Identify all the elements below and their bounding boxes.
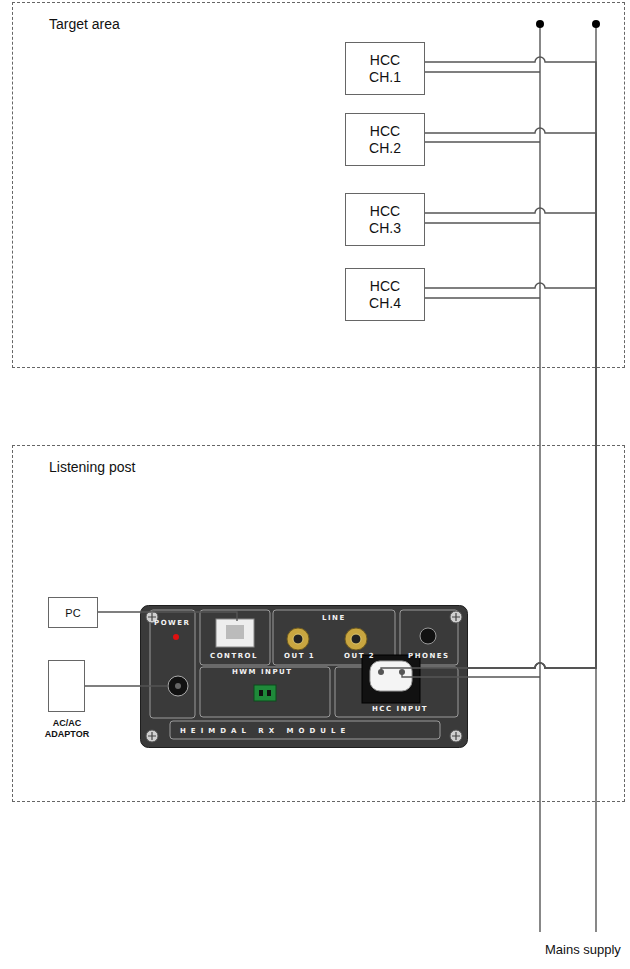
region-title: Listening post [49,459,135,475]
rj-jack-slot [226,625,244,639]
hcc-wire [425,71,540,72]
rca-center [351,634,361,644]
screw-slot [452,732,460,740]
panel-legend: OUT 1 [284,652,315,660]
node-panel: POWER CONTROL LINE OUT 1 OUT 2 PHONES HWM INPU… [140,605,468,748]
rca-connector [345,628,367,650]
node-hcc: HCC CH.2 [345,113,425,166]
terminal-dot [592,20,600,28]
power-led [173,634,179,640]
wire-connector [85,685,140,686]
region-title: Target area [49,16,120,32]
panel-legend: LINE [322,614,346,622]
hcc-wire [425,222,540,223]
hcc-wire [425,297,540,298]
channel-label: HCC CH.3 [363,203,407,235]
screw [450,611,462,623]
panel-section [150,610,195,718]
supply-label: Mains supply [545,942,621,957]
panel-plate [141,606,468,748]
adaptor-label: AC/AC ADAPTOR [36,718,98,740]
node-region: Listening postPC AC/AC ADAPTOR POWER CONTRO… [12,445,625,802]
screw-slot [148,732,156,740]
screw-slot [452,613,460,621]
panel-legend: HWM INPUT [232,668,293,676]
node-hcc: HCC CH.4 [345,268,425,321]
panel-legend: CONTROL [210,652,258,660]
plug-wire [381,668,468,677]
panel-section [400,610,458,665]
wire-connector [425,208,596,668]
terminal-dot [536,20,544,28]
mains-line [539,24,540,932]
hwm-pin [267,690,271,696]
panel-legend: HEIMDAL RX MODULE [180,727,350,735]
hcc-input-wire [468,676,540,677]
node-hcc: HCC CH.1 [345,42,425,95]
wire-connector [425,128,596,668]
panel-legend: OUT 2 [344,652,375,660]
adaptor-box [48,660,85,712]
panel-section [200,667,330,717]
phones-jack [420,628,436,644]
channel-label: HCC CH.1 [363,52,407,84]
channel-label: HCC CH.2 [363,123,407,155]
hcc-plug [370,661,412,691]
screw [146,730,158,742]
panel-legend: PHONES [408,652,450,660]
channel-label: HCC CH.4 [363,278,407,310]
screw [450,730,462,742]
hcc-plug-frame [362,655,420,703]
panel-section [200,610,270,665]
hwm-pin [259,690,263,696]
panel-legend: POWER [154,619,190,627]
node-region: Target areaHCC CH.1HCC CH.2HCC CH.3HCC C… [12,2,625,368]
node-pc: PC [48,597,98,628]
hwm-connector [254,685,276,701]
pc-label: PC [65,607,80,619]
panel-legend: HCC INPUT [372,705,428,713]
panel-section [170,721,440,739]
wire-connector [425,57,596,668]
dc-jack [168,676,188,696]
rj-jack [216,619,254,647]
rca-center [293,634,303,644]
wire-connector [98,611,140,612]
node-adaptor: AC/AC ADAPTOR [44,660,90,712]
dc-jack-pin [175,683,181,689]
node-hcc: HCC CH.3 [345,193,425,246]
power-cable [140,685,168,686]
hcc-wire [425,141,540,142]
rca-connector [287,628,309,650]
